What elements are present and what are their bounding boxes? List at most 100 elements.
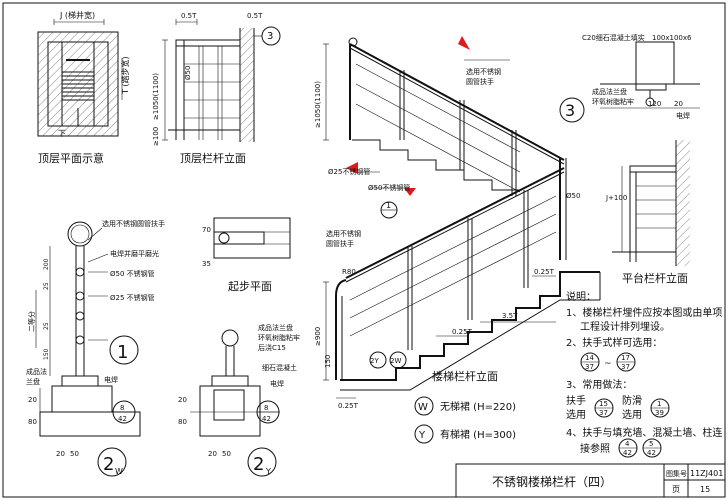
dim-20b-2w: 20 <box>56 450 65 458</box>
label-phi25-main: Ø25不锈钢管 <box>328 167 370 176</box>
label-plate: 100x100x6 <box>652 34 692 42</box>
note-1a: 1、楼梯栏杆埋件应按本图或由单项 <box>566 306 722 319</box>
page-label: 页 <box>672 485 680 494</box>
start-plan-view: 70 35 起步平面 <box>202 217 291 293</box>
legend-w-text: 无梯裙 (H=220) <box>440 400 516 413</box>
platform-rail-elevation-view: J+100 平台栏杆立面 <box>605 140 690 285</box>
dim-80-2w: 80 <box>28 418 37 426</box>
dim-150-d1: 150 <box>43 348 50 360</box>
detail-3: 3 C20细石混凝土填实 100x100x6 成品法兰盘 环氧树脂粘牢 电焊 1… <box>559 33 700 123</box>
detail-2w: 8 42 2 W 成品法 兰盘 电焊 20 80 20 50 <box>26 367 141 477</box>
view-title-start-plan: 起步平面 <box>228 280 272 293</box>
ref-4-42: 4 42 <box>618 438 638 458</box>
label-epoxy: 环氧树脂粘牢 <box>592 97 634 106</box>
dim-phi50-post: Ø50 <box>566 192 580 200</box>
label-c15-3: 后浇C15 <box>258 343 286 352</box>
dim-20b-2y: 20 <box>208 450 217 458</box>
ref-42-y: 42 <box>262 415 271 423</box>
ref-37b: 37 <box>621 363 630 371</box>
note-3-antislip: 防滑 <box>622 394 642 407</box>
ref-42a: 42 <box>623 449 632 457</box>
label-c15-2: 环氧树脂粘牢 <box>258 333 300 342</box>
marker-2w-w: W <box>115 467 123 476</box>
label-handrail-1a: 选用不锈钢 <box>466 67 501 76</box>
ref-17-37: 17 37 <box>616 352 636 372</box>
label-weld-2w: 电焊 <box>104 375 118 384</box>
ref-2w: 2W <box>390 357 401 365</box>
stair-width-label: J (梯井宽) <box>59 10 95 20</box>
ref-5-42: 5 42 <box>642 438 662 458</box>
dim-120: 120 <box>648 100 661 108</box>
down-label: 下 <box>58 129 66 138</box>
label-finished-plate: 成品法兰盘 <box>592 87 627 96</box>
label-handrail-1b: 圆管扶手 <box>466 77 494 86</box>
view-title-stair-rail: 楼梯栏杆立面 <box>432 369 498 383</box>
detail-1: 1 选用不锈钢圆管扶手 电焊并磨平磨光 Ø50 不锈钢管 Ø25 不锈钢管 20… <box>27 219 165 376</box>
label-phi50-d1: Ø50 不锈钢管 <box>110 269 155 278</box>
label-handrail-2a: 选用不锈钢 <box>326 229 361 238</box>
label-finished-pan2: 兰盘 <box>26 377 40 386</box>
dim-70: 70 <box>202 226 211 234</box>
top-rail-elevation-view: 0.5T 0.5T Ø50 ≥1050(1100) ≥100 3 顶层栏杆立面 <box>152 12 281 165</box>
ref-2y: 2Y <box>370 357 379 365</box>
dim-phi50: Ø50 <box>184 66 192 80</box>
ref-42: 42 <box>118 415 127 423</box>
label-handrail-2b: 圆管扶手 <box>326 239 354 248</box>
detail-2y: 8 42 2 Y 成品法兰盘 环氧树脂粘牢 后浇C15 细石混凝土 电焊 20 … <box>178 323 300 477</box>
legend: W 无梯裙 (H=220) Y 有梯裙 (H=300) <box>414 396 516 444</box>
dim-35: 35 <box>202 260 211 268</box>
note-3-select-a: 选用 <box>566 408 586 421</box>
label-weld-polish: 电焊并磨平磨光 <box>110 249 159 258</box>
title-block: 不锈钢楼梯栏杆（四） 图集号 11ZJ401 页 15 <box>455 463 726 498</box>
dim-900: ≥900 <box>314 327 322 346</box>
note-3: 3、常用做法： <box>566 378 632 391</box>
top-plan-view: J (梯井宽) T (踏步宽) 下 顶层平面示意 <box>37 10 130 165</box>
dim-20-2y: 20 <box>178 396 187 404</box>
red-arrow-1 <box>458 36 470 50</box>
marker-1-small: 1 <box>386 201 391 210</box>
dim-j100: J+100 <box>605 194 627 202</box>
red-arrow-3 <box>404 188 416 196</box>
ref-37a: 37 <box>585 363 594 371</box>
ref-8: 8 <box>120 404 124 412</box>
ref-4: 4 <box>625 440 630 448</box>
ref-42b: 42 <box>647 449 656 457</box>
ref-15: 15 <box>599 400 608 408</box>
dim-20-2w: 20 <box>28 396 37 404</box>
marker-3: 3 <box>565 101 575 120</box>
note-4b: 接参照 <box>580 442 610 455</box>
dim-150: 150 <box>324 355 332 368</box>
legend-w-letter: W <box>418 402 428 413</box>
marker-2w-num: 2 <box>103 454 114 475</box>
atlas-number: 11ZJ401 <box>690 469 723 478</box>
view-title-top-rail: 顶层栏杆立面 <box>180 151 246 165</box>
dim-80-2y: 80 <box>178 418 187 426</box>
tread-width-label: T (踏步宽) <box>120 56 130 95</box>
ref-14-37: 14 37 <box>580 352 600 372</box>
dim-0-25t-mid: 0.25T <box>534 268 555 276</box>
dim-1050-main: ≥1050(1100) <box>314 81 322 128</box>
label-phi25-d1: Ø25 不锈钢管 <box>110 293 155 302</box>
dim-0-5t-top: 0.5T <box>181 12 197 20</box>
red-arrow-2 <box>346 162 358 174</box>
dim-25-b: 25 <box>43 322 50 330</box>
label-equal: 二等分 <box>27 311 36 332</box>
label-c15-5: 电焊 <box>270 379 284 388</box>
dim-0-25t-low: 0.25T <box>338 402 359 410</box>
label-handrail-d1: 选用不锈钢圆管扶手 <box>102 219 165 228</box>
marker-2y-y: Y <box>265 467 271 476</box>
dim-1050: ≥1050(1100) <box>152 73 160 120</box>
dim-50-2w: 50 <box>70 450 79 458</box>
legend-y-letter: Y <box>418 430 426 441</box>
dim-0-5t-top-2: 0.5T <box>247 12 263 20</box>
dim-25-a: 25 <box>43 282 50 290</box>
title: 不锈钢楼梯栏杆（四） <box>492 474 612 489</box>
label-c20: C20细石混凝土填实 <box>582 33 645 42</box>
dim-3-5t: 3.5T <box>502 312 518 320</box>
label-weld-3: 电焊 <box>676 111 690 120</box>
ref-14: 14 <box>585 354 594 362</box>
view-title-top-plan: 顶层平面示意 <box>38 151 104 165</box>
dim-50-2y: 50 <box>222 450 231 458</box>
ref-1: 1 <box>657 400 661 408</box>
